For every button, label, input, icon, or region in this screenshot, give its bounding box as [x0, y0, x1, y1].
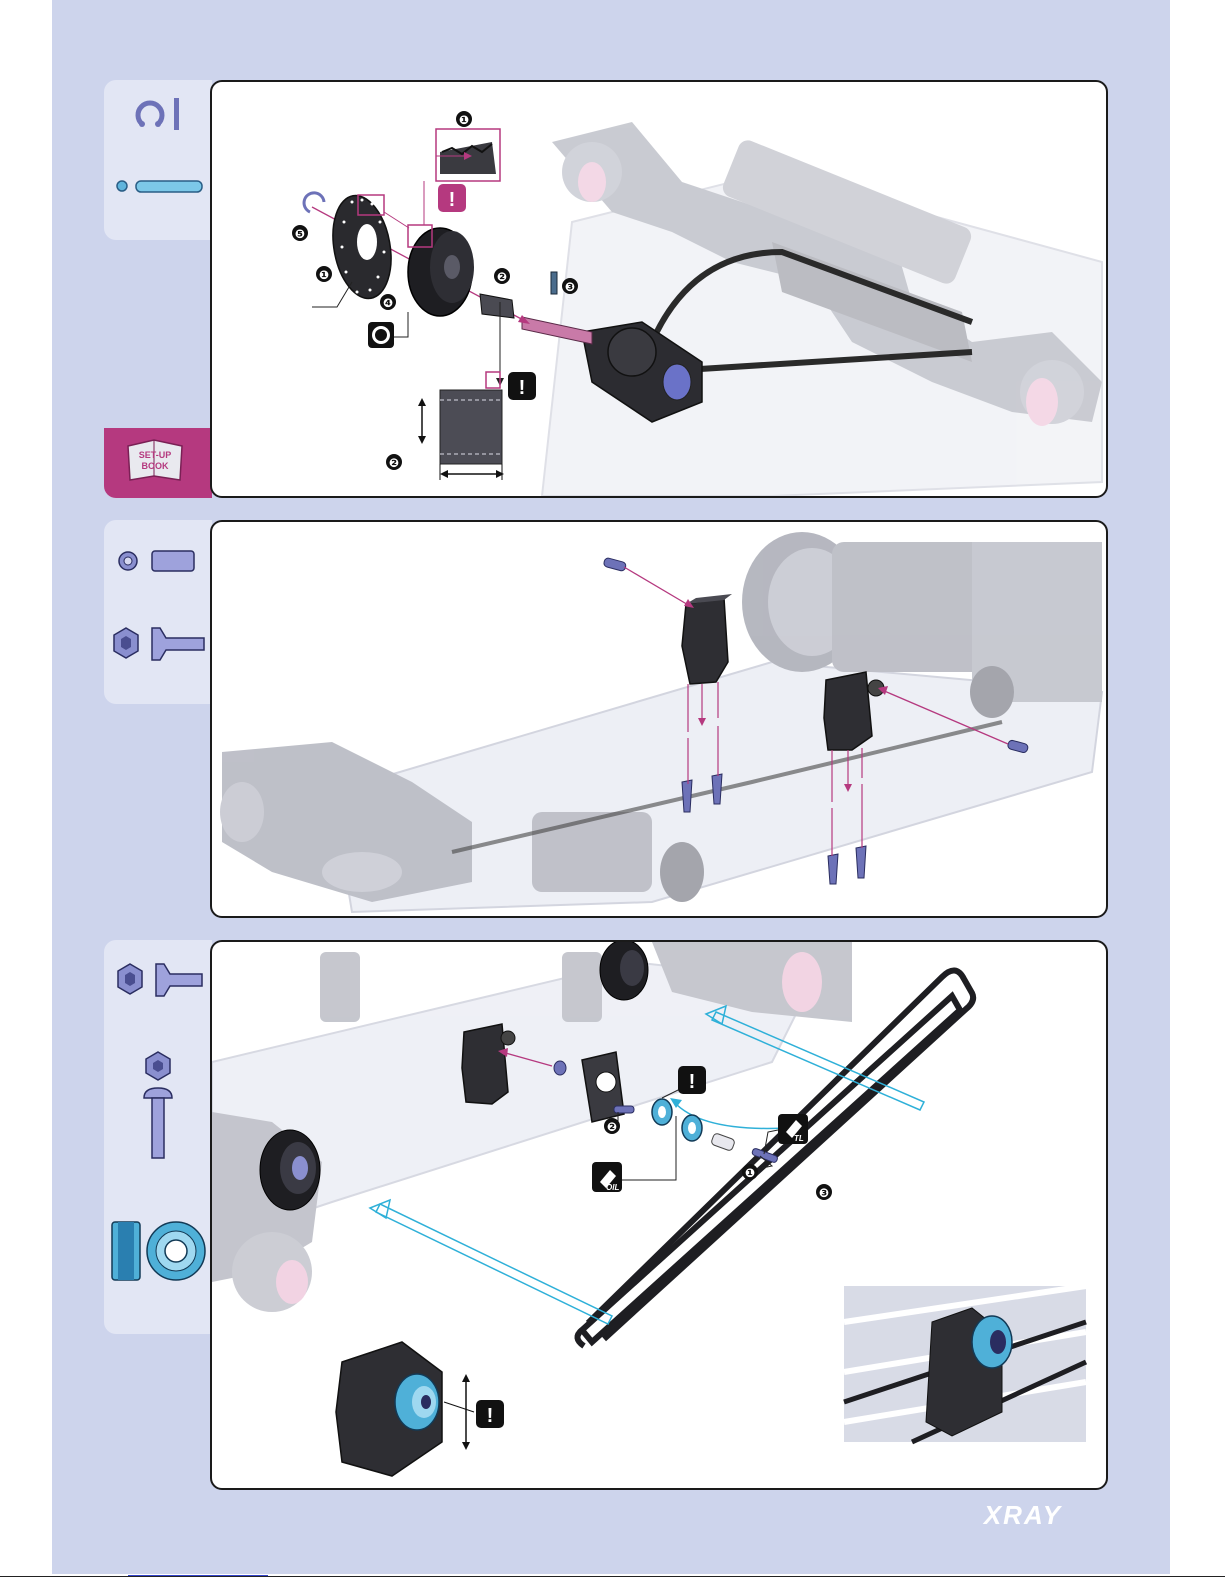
step-number-callout: ❹	[380, 294, 396, 310]
bearing-icon	[108, 1218, 208, 1284]
setup-book-line1: SET-UP	[139, 450, 172, 460]
step-number-callout: ❸	[816, 1184, 832, 1200]
flat-head-screw-icon	[108, 624, 208, 664]
warning-badge: !	[678, 1066, 706, 1094]
svg-text:❹: ❹	[383, 296, 393, 310]
flat-head-screw-icon	[112, 960, 206, 1000]
svg-text:❷: ❷	[607, 1120, 617, 1134]
svg-text:❶: ❶	[459, 113, 469, 127]
step-1-illustration: ! ! ❶ ❶ ❺ ❹ ❷ ❸ ❷	[212, 82, 1106, 496]
setup-book-line2: BOOK	[142, 461, 170, 471]
step-number-callout: ❶	[456, 111, 472, 127]
svg-text:❷: ❷	[497, 270, 507, 284]
bulkhead-detail	[336, 1342, 442, 1476]
svg-text:❷: ❷	[389, 456, 399, 470]
setup-book-icon: SET-UP BOOK	[124, 436, 186, 484]
assembly-panel-step-1: ! ! ❶ ❶ ❺ ❹ ❷ ❸ ❷	[210, 80, 1108, 498]
svg-text:!: !	[449, 189, 456, 211]
svg-text:!: !	[487, 1405, 494, 1427]
step-number-callout: ❷	[604, 1118, 620, 1134]
chassis-ghost	[542, 122, 1102, 496]
e-clip-icon	[128, 94, 188, 134]
oil-label: OIL	[606, 1183, 619, 1192]
threadlock-icon: TL	[778, 1114, 808, 1144]
svg-text:❶: ❶	[745, 1166, 755, 1180]
bulkhead-left	[682, 594, 732, 684]
step-number-callout: ❷	[386, 454, 402, 470]
front-pulley	[260, 1130, 320, 1210]
svg-text:!: !	[519, 377, 526, 399]
warning-badge: !	[476, 1400, 504, 1428]
step-number-callout: ❸	[562, 278, 578, 294]
assembly-panel-step-3: OIL TL ! ! ❷ ❶ ❸	[210, 940, 1108, 1490]
pin-icon	[114, 175, 206, 197]
step-number-callout: ❶	[316, 266, 332, 282]
button-head-screw-icon	[138, 1050, 178, 1162]
xray-logo: XRAY	[935, 1502, 1110, 1528]
xray-logo-text: XRAY	[982, 1502, 1063, 1528]
step-3-illustration: OIL TL ! ! ❷ ❶ ❸	[212, 942, 1106, 1488]
warning-badge: !	[438, 184, 466, 212]
step-number-callout: ❷	[494, 268, 510, 284]
oil-lube-icon: OIL	[592, 1162, 622, 1192]
step-number-callout: ❺	[292, 225, 308, 241]
svg-text:!: !	[689, 1071, 696, 1093]
tl-label: TL	[794, 1134, 804, 1143]
inset-detail-view	[844, 1286, 1086, 1442]
svg-text:❺: ❺	[295, 227, 305, 241]
warning-badge: !	[508, 372, 536, 400]
setup-book-tab[interactable]: SET-UP BOOK	[104, 428, 212, 498]
assembly-panel-step-2	[210, 520, 1108, 918]
rear-pulley	[600, 942, 648, 1000]
step-2-illustration	[212, 522, 1106, 916]
step-number-callout: ❶	[742, 1164, 758, 1180]
spacer-icon	[116, 548, 200, 574]
svg-text:❸: ❸	[819, 1186, 829, 1200]
svg-text:❸: ❸	[565, 280, 575, 294]
svg-text:❶: ❶	[319, 268, 329, 282]
footer-link-line[interactable]	[128, 1575, 268, 1576]
chassis-ghost	[212, 942, 852, 1312]
